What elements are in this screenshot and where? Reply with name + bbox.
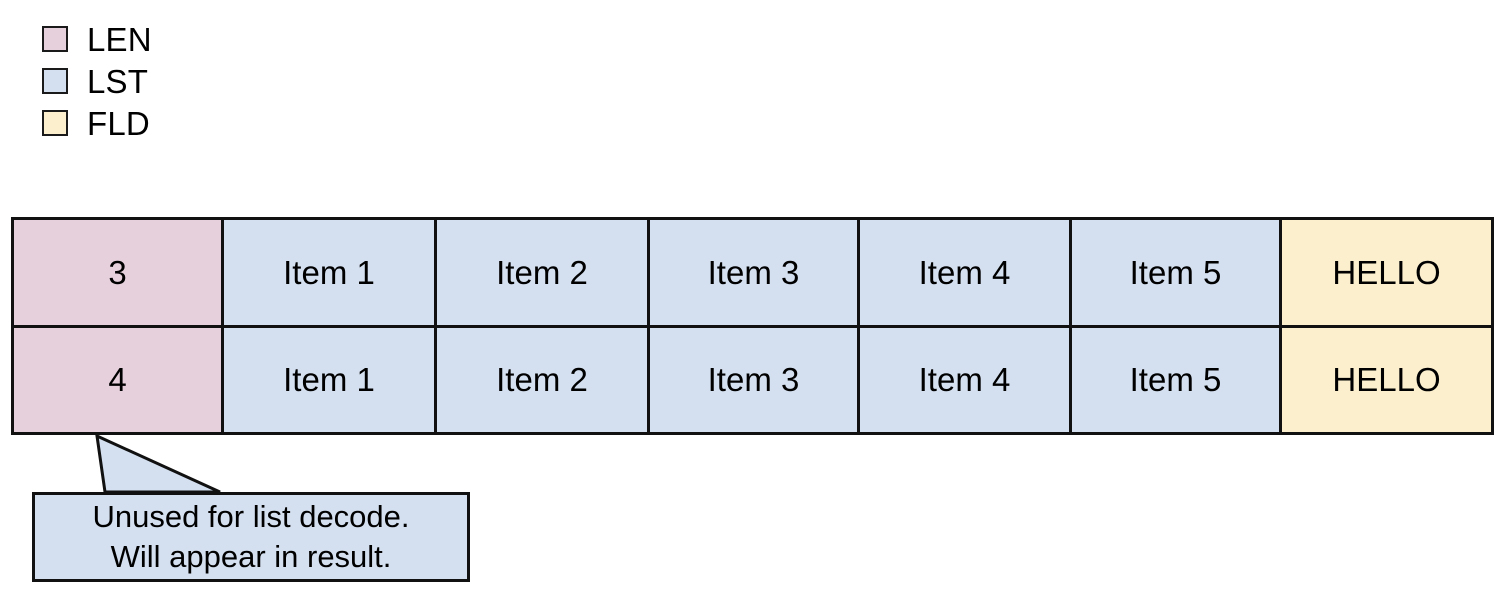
legend-swatch-icon-fld [42, 110, 68, 136]
cell-item4-row1: Item 4 [860, 220, 1072, 325]
callout-bubble: Unused for list decode. Will appear in r… [32, 492, 470, 582]
callout-line-1: Unused for list decode. [92, 499, 410, 534]
cell-fld-row1: HELLO [1282, 220, 1491, 325]
cell-item3-row2: Item 3 [650, 327, 860, 432]
table-row: 4 Item 1 Item 2 Item 3 Item 4 Item 5 HEL… [14, 327, 1491, 432]
cell-item1-row1: Item 1 [224, 220, 437, 325]
legend: LEN LST FLD [42, 18, 152, 144]
legend-label-lst: LST [87, 62, 149, 100]
legend-label-len: LEN [87, 20, 152, 58]
legend-item-len: LEN [42, 18, 152, 60]
cell-item2-row1: Item 2 [437, 220, 650, 325]
table-row: 3 Item 1 Item 2 Item 3 Item 4 Item 5 HEL… [14, 220, 1491, 328]
cell-item1-row2: Item 1 [224, 327, 437, 432]
cell-item3-row1: Item 3 [650, 220, 860, 325]
cell-fld-row2: HELLO [1282, 327, 1491, 432]
legend-item-fld: FLD [42, 102, 152, 144]
callout-tail-icon [95, 433, 221, 494]
legend-swatch-icon-lst [42, 68, 68, 94]
cell-item2-row2: Item 2 [437, 327, 650, 432]
frame-layout-table: 3 Item 1 Item 2 Item 3 Item 4 Item 5 HEL… [11, 217, 1494, 435]
legend-item-lst: LST [42, 60, 152, 102]
legend-label-fld: FLD [87, 104, 150, 142]
cell-len-row2: 4 [14, 327, 224, 432]
cell-item5-row2: Item 5 [1072, 327, 1282, 432]
cell-len-row1: 3 [14, 220, 224, 325]
cell-item4-row2: Item 4 [860, 327, 1072, 432]
legend-swatch-icon-len [42, 26, 68, 52]
cell-item5-row1: Item 5 [1072, 220, 1282, 325]
callout-line-2: Will appear in result. [110, 539, 392, 574]
